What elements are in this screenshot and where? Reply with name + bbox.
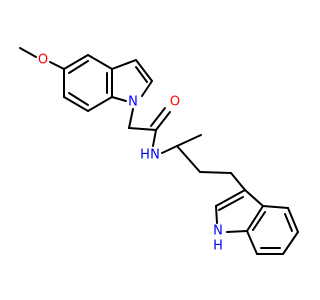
bond-inner-ic4-ic5 <box>284 213 293 232</box>
bond-co-o-second <box>150 107 166 127</box>
atom-labels: O N O N H N H <box>38 53 223 254</box>
bond-n1-ch2 <box>128 108 134 129</box>
bond-c2-n1 <box>141 80 153 97</box>
methoxy-oxygen-label: O <box>38 53 48 68</box>
bond-c7-c6 <box>63 96 89 112</box>
indole-nh-hydrogen-label: H <box>213 239 223 254</box>
bond-c7a-c7 <box>87 96 113 112</box>
bond-ic7a-ic3a <box>246 205 264 232</box>
bond-inner-c3-c2 <box>135 66 148 83</box>
bond-methyl-o <box>19 47 37 58</box>
bond-in1-ic7a <box>226 230 248 233</box>
bond-inner-c7-c6 <box>68 92 89 106</box>
bond-ic3a-ic4 <box>262 205 289 209</box>
amide-nitrogen-label: N <box>150 148 160 163</box>
molecule-diagram: O N O N H N H <box>19 47 299 255</box>
bond-c5-c4 <box>63 54 89 70</box>
bond-ch-ch2a <box>176 145 201 173</box>
bond-co-o <box>155 111 171 131</box>
bond-nh-ch <box>161 145 178 154</box>
bonds <box>19 47 299 255</box>
bond-ic5-ic6 <box>282 231 299 255</box>
bond-ch2-co <box>128 127 157 131</box>
carbonyl-oxygen-label: O <box>170 95 180 110</box>
bond-n1-c7a <box>111 96 127 102</box>
bond-ic4-ic5 <box>287 207 299 233</box>
bond-inner-ic7a-ic3a <box>252 211 266 231</box>
bond-ic7-ic7a <box>246 230 258 255</box>
bond-c3a-c3 <box>111 59 137 70</box>
indole-nitrogen-label: N <box>128 95 138 110</box>
amide-hydrogen-label: H <box>140 148 150 163</box>
bond-o-c5 <box>49 61 65 70</box>
bond-c3-c2 <box>135 59 153 82</box>
bond-ic3a-ic3 <box>244 189 264 207</box>
bond-co-nh <box>152 129 157 147</box>
bond-ch2b-c3 <box>230 172 246 191</box>
bond-ic2-in1 <box>215 205 218 224</box>
bond-ic3-ic2 <box>215 189 246 207</box>
bond-inner-c5-c4 <box>68 60 89 74</box>
bond-inner-ic3-ic2 <box>218 196 244 211</box>
bond-c4-c3a <box>87 54 113 70</box>
indole-nh-nitrogen-label: N <box>213 224 223 239</box>
structure-canvas: O N O N H N H <box>19 47 299 255</box>
bond-ch2a-ch2b <box>199 171 232 174</box>
bond-ch-ch3 <box>176 134 202 147</box>
